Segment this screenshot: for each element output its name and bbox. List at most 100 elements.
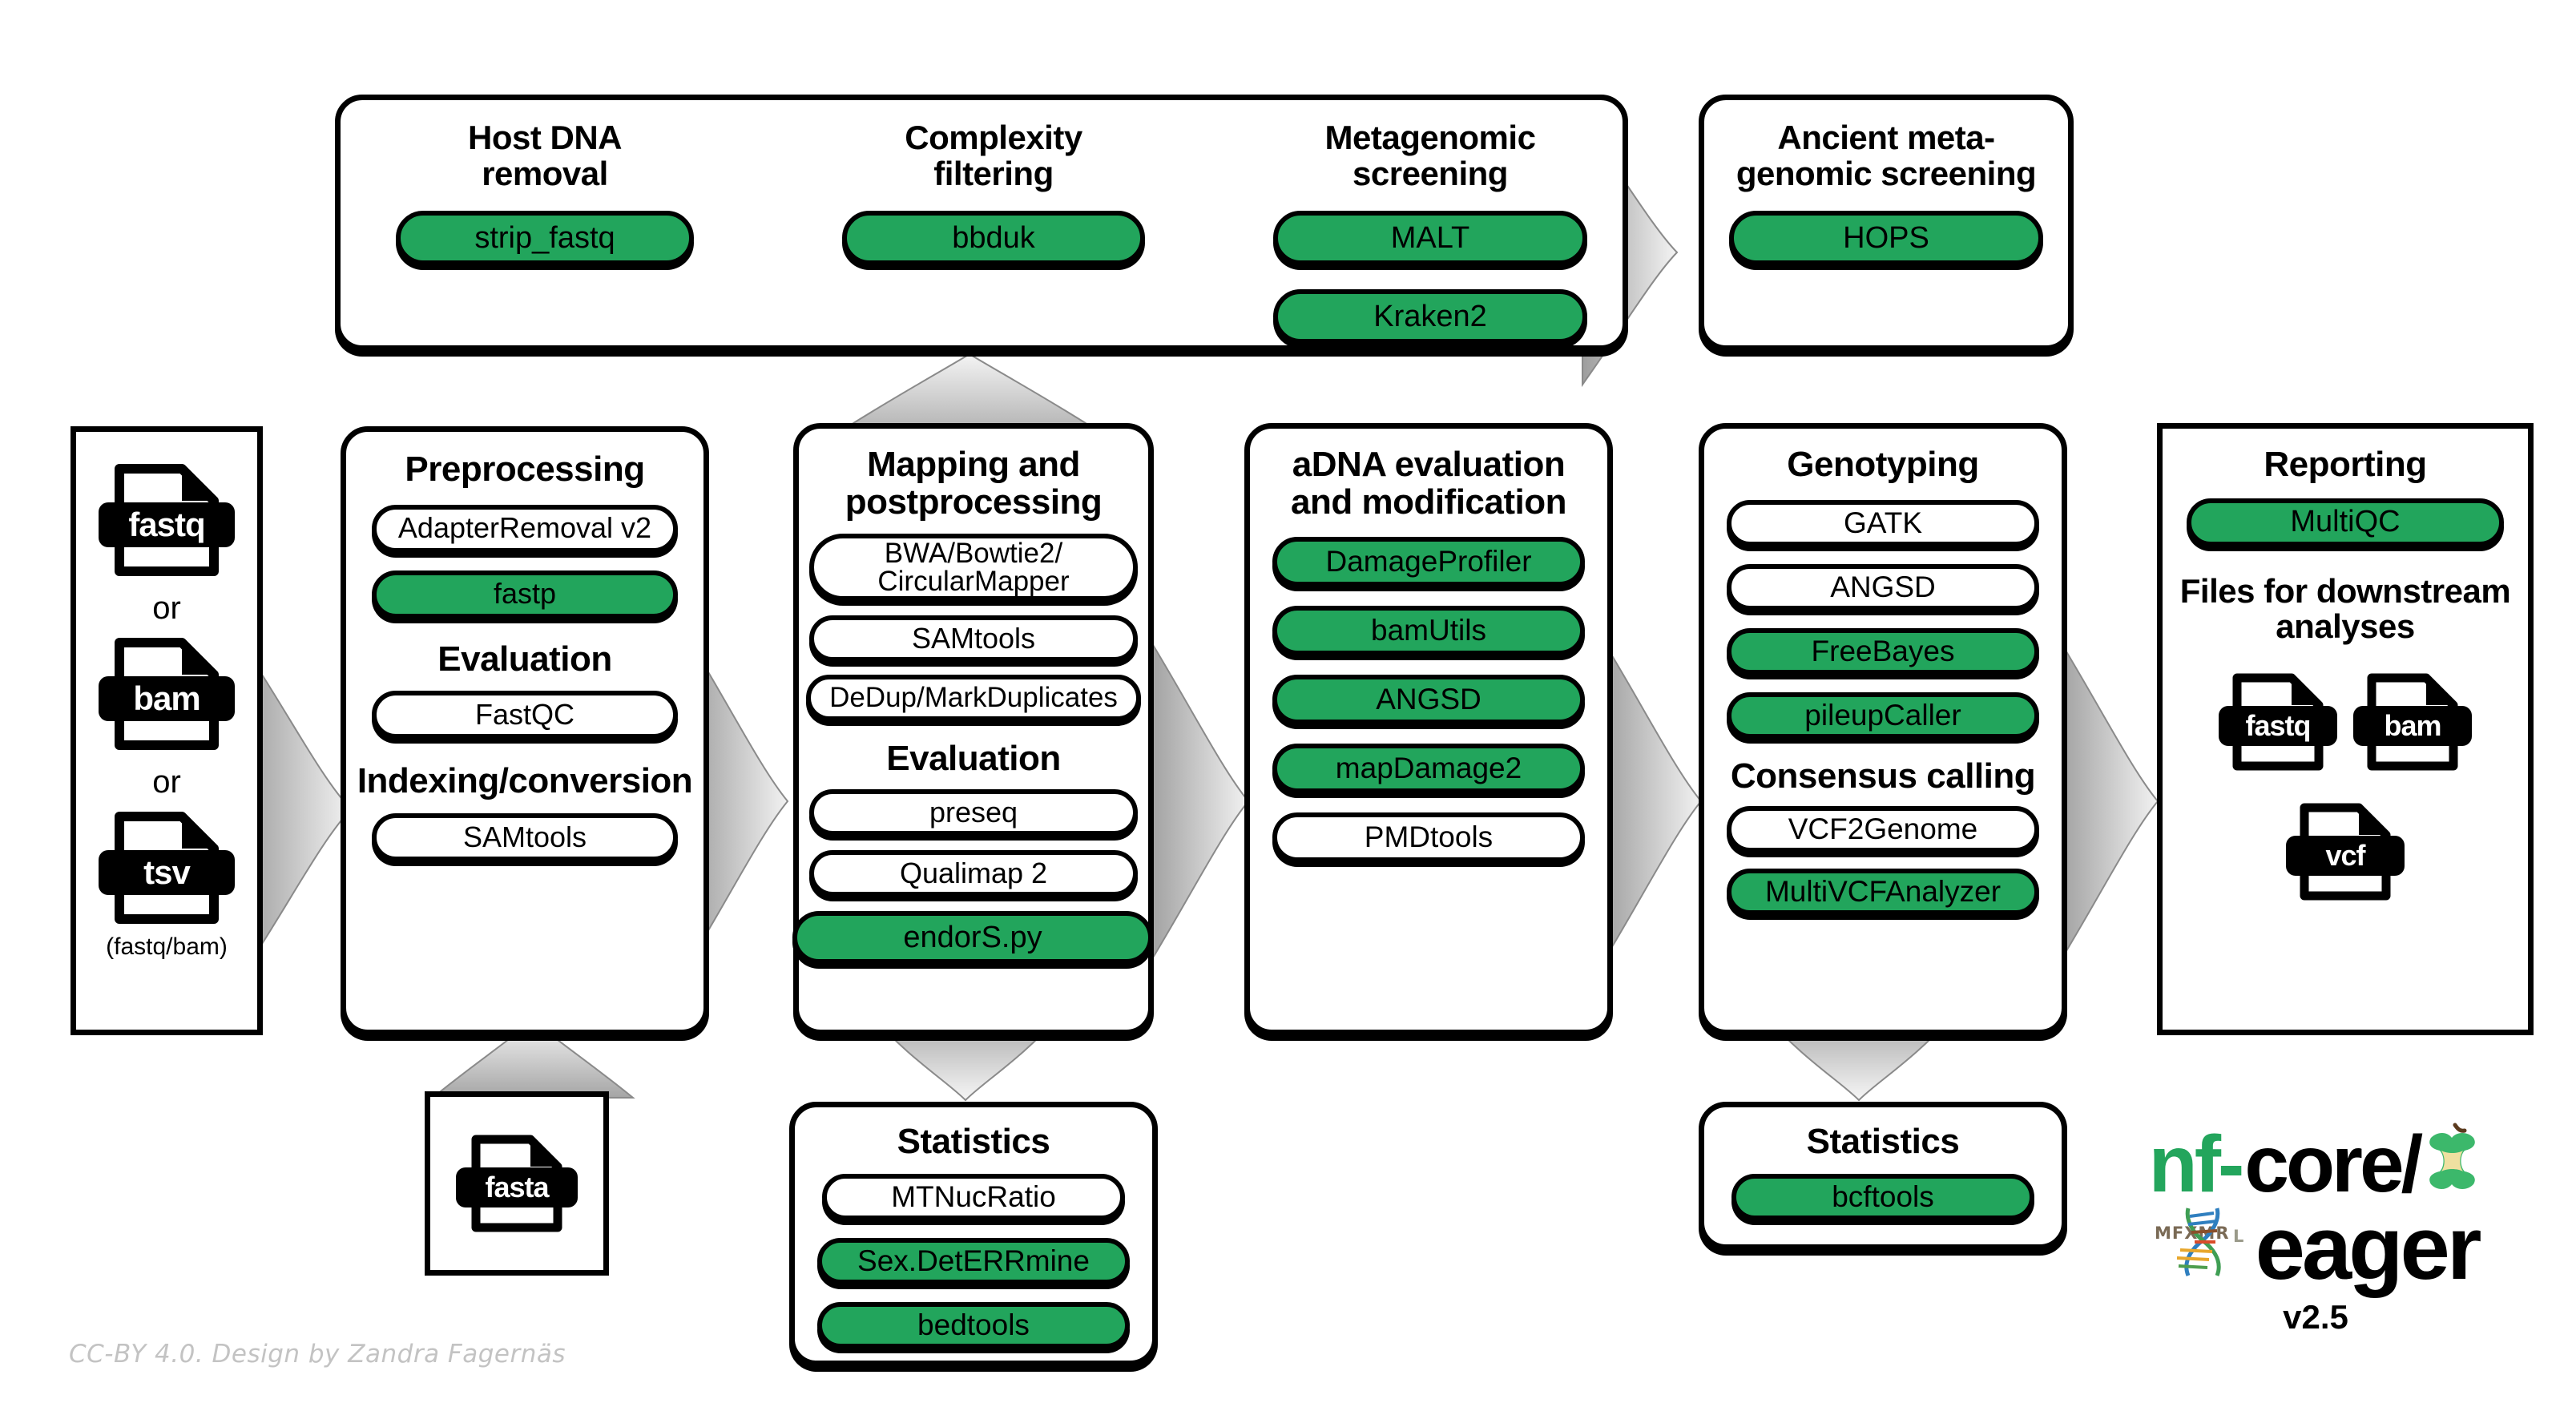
tool-pill-fastqc[interactable]: FastQC: [372, 691, 678, 740]
downstream-files-row-2: vcf: [2163, 800, 2528, 903]
arrow-mapping-to-adna: [1145, 630, 1250, 973]
apple-core-icon: [2423, 1122, 2482, 1207]
statistics-panel-genotyping: Statistics bcftools: [1699, 1102, 2067, 1250]
group-metagenomic-screening: Metagenomic screening MALT Kraken2: [1270, 119, 1590, 345]
file-label-band: bam: [99, 676, 235, 721]
logo-core-text: core/: [2244, 1119, 2423, 1209]
tool-pill-angsd[interactable]: ANGSD: [1727, 563, 2039, 611]
column-title-reporting: Reporting: [2264, 445, 2427, 484]
tool-pill-vcf2genome[interactable]: VCF2Genome: [1727, 806, 2039, 853]
tool-pill-strip-fastq[interactable]: strip_fastq: [396, 211, 694, 266]
tool-pill-bwa-bowtie2-circularmapper[interactable]: BWA/Bowtie2/ CircularMapper: [809, 534, 1138, 602]
tool-pill-bcftools[interactable]: bcftools: [1731, 1173, 2034, 1220]
file-label-band: bam: [2353, 705, 2472, 746]
group-title-line2: removal: [482, 154, 608, 192]
column-title-genotyping: Genotyping: [1787, 445, 1979, 484]
file-icon-fastq: fastq: [99, 461, 235, 579]
logo-version: v2.5: [2283, 1298, 2348, 1336]
input-files-panel: fastq or bam or tsv (fastq/bam): [71, 426, 263, 1035]
tool-pill-bbduk[interactable]: bbduk: [842, 211, 1145, 266]
tool-pill-dedup-markduplicates[interactable]: DeDup/MarkDuplicates: [806, 675, 1141, 722]
file-icon-tsv: tsv: [99, 808, 235, 927]
column-title-preprocessing: Preprocessing: [405, 450, 645, 489]
ancient-screening-panel: Ancient meta- genomic screening HOPS: [1699, 95, 2074, 351]
file-icon-vcf: vcf: [2286, 800, 2405, 903]
group-host-dna-removal: Host DNA removal strip_fastq: [373, 119, 717, 266]
tool-pill-sex-determine[interactable]: Sex.DetERRmine: [817, 1237, 1130, 1284]
group-title-line1: Complexity: [905, 119, 1082, 156]
file-icon-fasta: fasta: [456, 1132, 578, 1235]
tool-pill-samtools[interactable]: SAMtools: [809, 615, 1138, 663]
statistics-title: Statistics: [897, 1122, 1050, 1161]
tool-pill-gatk[interactable]: GATK: [1727, 499, 2039, 546]
tool-pill-samtools[interactable]: SAMtools: [372, 812, 678, 861]
subheading-evaluation: Evaluation: [886, 739, 1061, 779]
arrow-mapping-to-statistics: [867, 1013, 1064, 1102]
group-title-line2: screening: [1353, 154, 1508, 192]
logo-line-eager: MFXMR L eager: [2115, 1202, 2516, 1295]
tool-pill-bamutils[interactable]: bamUtils: [1272, 606, 1585, 656]
column-title-adna-line2: and modification: [1291, 482, 1567, 522]
fasta-reference-panel: fasta: [425, 1091, 609, 1276]
group-title-line1: Metagenomic: [1324, 119, 1536, 156]
downstream-heading-line1: Files for downstream: [2179, 571, 2511, 610]
ancient-title-line2: genomic screening: [1735, 154, 2037, 192]
pill-line2: CircularMapper: [877, 566, 1070, 598]
tool-pill-damageprofiler[interactable]: DamageProfiler: [1272, 537, 1585, 587]
column-title-mapping-line1: Mapping and: [867, 445, 1080, 484]
subheading-evaluation: Evaluation: [437, 639, 612, 679]
group-title-line1: Host DNA: [468, 119, 623, 156]
logo-line-nf-core: nf- core/: [2115, 1122, 2516, 1207]
file-label-band: fasta: [456, 1167, 578, 1207]
statistics-panel-mapping: Statistics MTNucRatio Sex.DetERRmine bed…: [789, 1102, 1158, 1366]
file-label-band: tsv: [99, 850, 235, 895]
file-label-band: vcf: [2286, 835, 2405, 876]
screening-band-panel: Host DNA removal strip_fastq Complexity …: [335, 95, 1628, 351]
input-files-note: (fastq/bam): [106, 933, 228, 960]
tool-pill-multiqc[interactable]: MultiQC: [2187, 498, 2504, 546]
arrow-adna-to-genotyping: [1598, 630, 1703, 973]
tool-pill-bedtools[interactable]: bedtools: [817, 1301, 1130, 1349]
column-title-mapping-line2: postprocessing: [845, 482, 1103, 522]
column-panel-reporting: Reporting MultiQC Files for downstream a…: [2157, 423, 2534, 1035]
arrow-genotyping-to-reporting: [2054, 630, 2159, 973]
tool-pill-pileupcaller[interactable]: pileupCaller: [1727, 691, 2039, 739]
tool-pill-mapdamage2[interactable]: mapDamage2: [1272, 744, 1585, 794]
group-title-line2: filtering: [933, 154, 1054, 192]
file-icon-bam: bam: [99, 635, 235, 753]
tool-pill-pmdtools[interactable]: PMDtools: [1272, 812, 1585, 863]
tool-pill-endors-py[interactable]: endorS.py: [792, 910, 1153, 964]
tool-pill-malt[interactable]: MALT: [1273, 211, 1587, 266]
input-or-label-2: or: [152, 764, 181, 800]
logo-nf-text: nf-: [2148, 1119, 2245, 1209]
input-or-label-1: or: [152, 591, 181, 626]
tool-pill-angsd[interactable]: ANGSD: [1272, 675, 1585, 725]
file-icon-fastq: fastq: [2219, 671, 2337, 773]
column-panel-mapping: Mapping and postprocessing BWA/Bowtie2/ …: [792, 423, 1154, 1035]
tool-pill-preseq[interactable]: preseq: [809, 788, 1138, 836]
tool-pill-kraken2[interactable]: Kraken2: [1273, 289, 1587, 345]
column-panel-preprocessing: Preprocessing AdapterRemoval v2 fastp Ev…: [341, 426, 709, 1035]
statistics-title: Statistics: [1806, 1122, 1960, 1161]
tool-pill-qualimap2[interactable]: Qualimap 2: [809, 849, 1138, 897]
file-label-band: fastq: [2219, 705, 2337, 746]
tool-pill-mtnucratio[interactable]: MTNucRatio: [822, 1173, 1125, 1220]
downstream-files-row: fastq bam: [2163, 671, 2528, 773]
column-panel-adna: aDNA evaluation and modification DamageP…: [1244, 423, 1613, 1035]
downstream-heading-line2: analyses: [2276, 607, 2415, 646]
credit-text: CC-BY 4.0. Design by Zandra Fagernäs: [69, 1340, 566, 1369]
file-label-band: fastq: [99, 502, 235, 547]
group-complexity-filtering: Complexity filtering bbduk: [821, 119, 1166, 266]
nf-core-eager-logo: nf- core/ MFXMR L: [2115, 1122, 2516, 1336]
logo-eager-text: eager: [2255, 1198, 2482, 1298]
column-panel-genotyping: Genotyping GATK ANGSD FreeBayes pileupCa…: [1699, 423, 2067, 1035]
tool-pill-fastp[interactable]: fastp: [372, 570, 678, 619]
arrow-genotyping-to-statistics: [1760, 1013, 1957, 1102]
tool-pill-freebayes[interactable]: FreeBayes: [1727, 627, 2039, 675]
tool-pill-hops[interactable]: HOPS: [1729, 211, 2043, 266]
tool-pill-multivcfanalyzer[interactable]: MultiVCFAnalyzer: [1727, 869, 2039, 916]
rune-l-text: L: [2233, 1227, 2243, 1246]
file-icon-bam: bam: [2353, 671, 2472, 773]
tool-pill-adapterremoval[interactable]: AdapterRemoval v2: [372, 504, 678, 553]
ancient-title-line1: Ancient meta-: [1777, 119, 1995, 156]
